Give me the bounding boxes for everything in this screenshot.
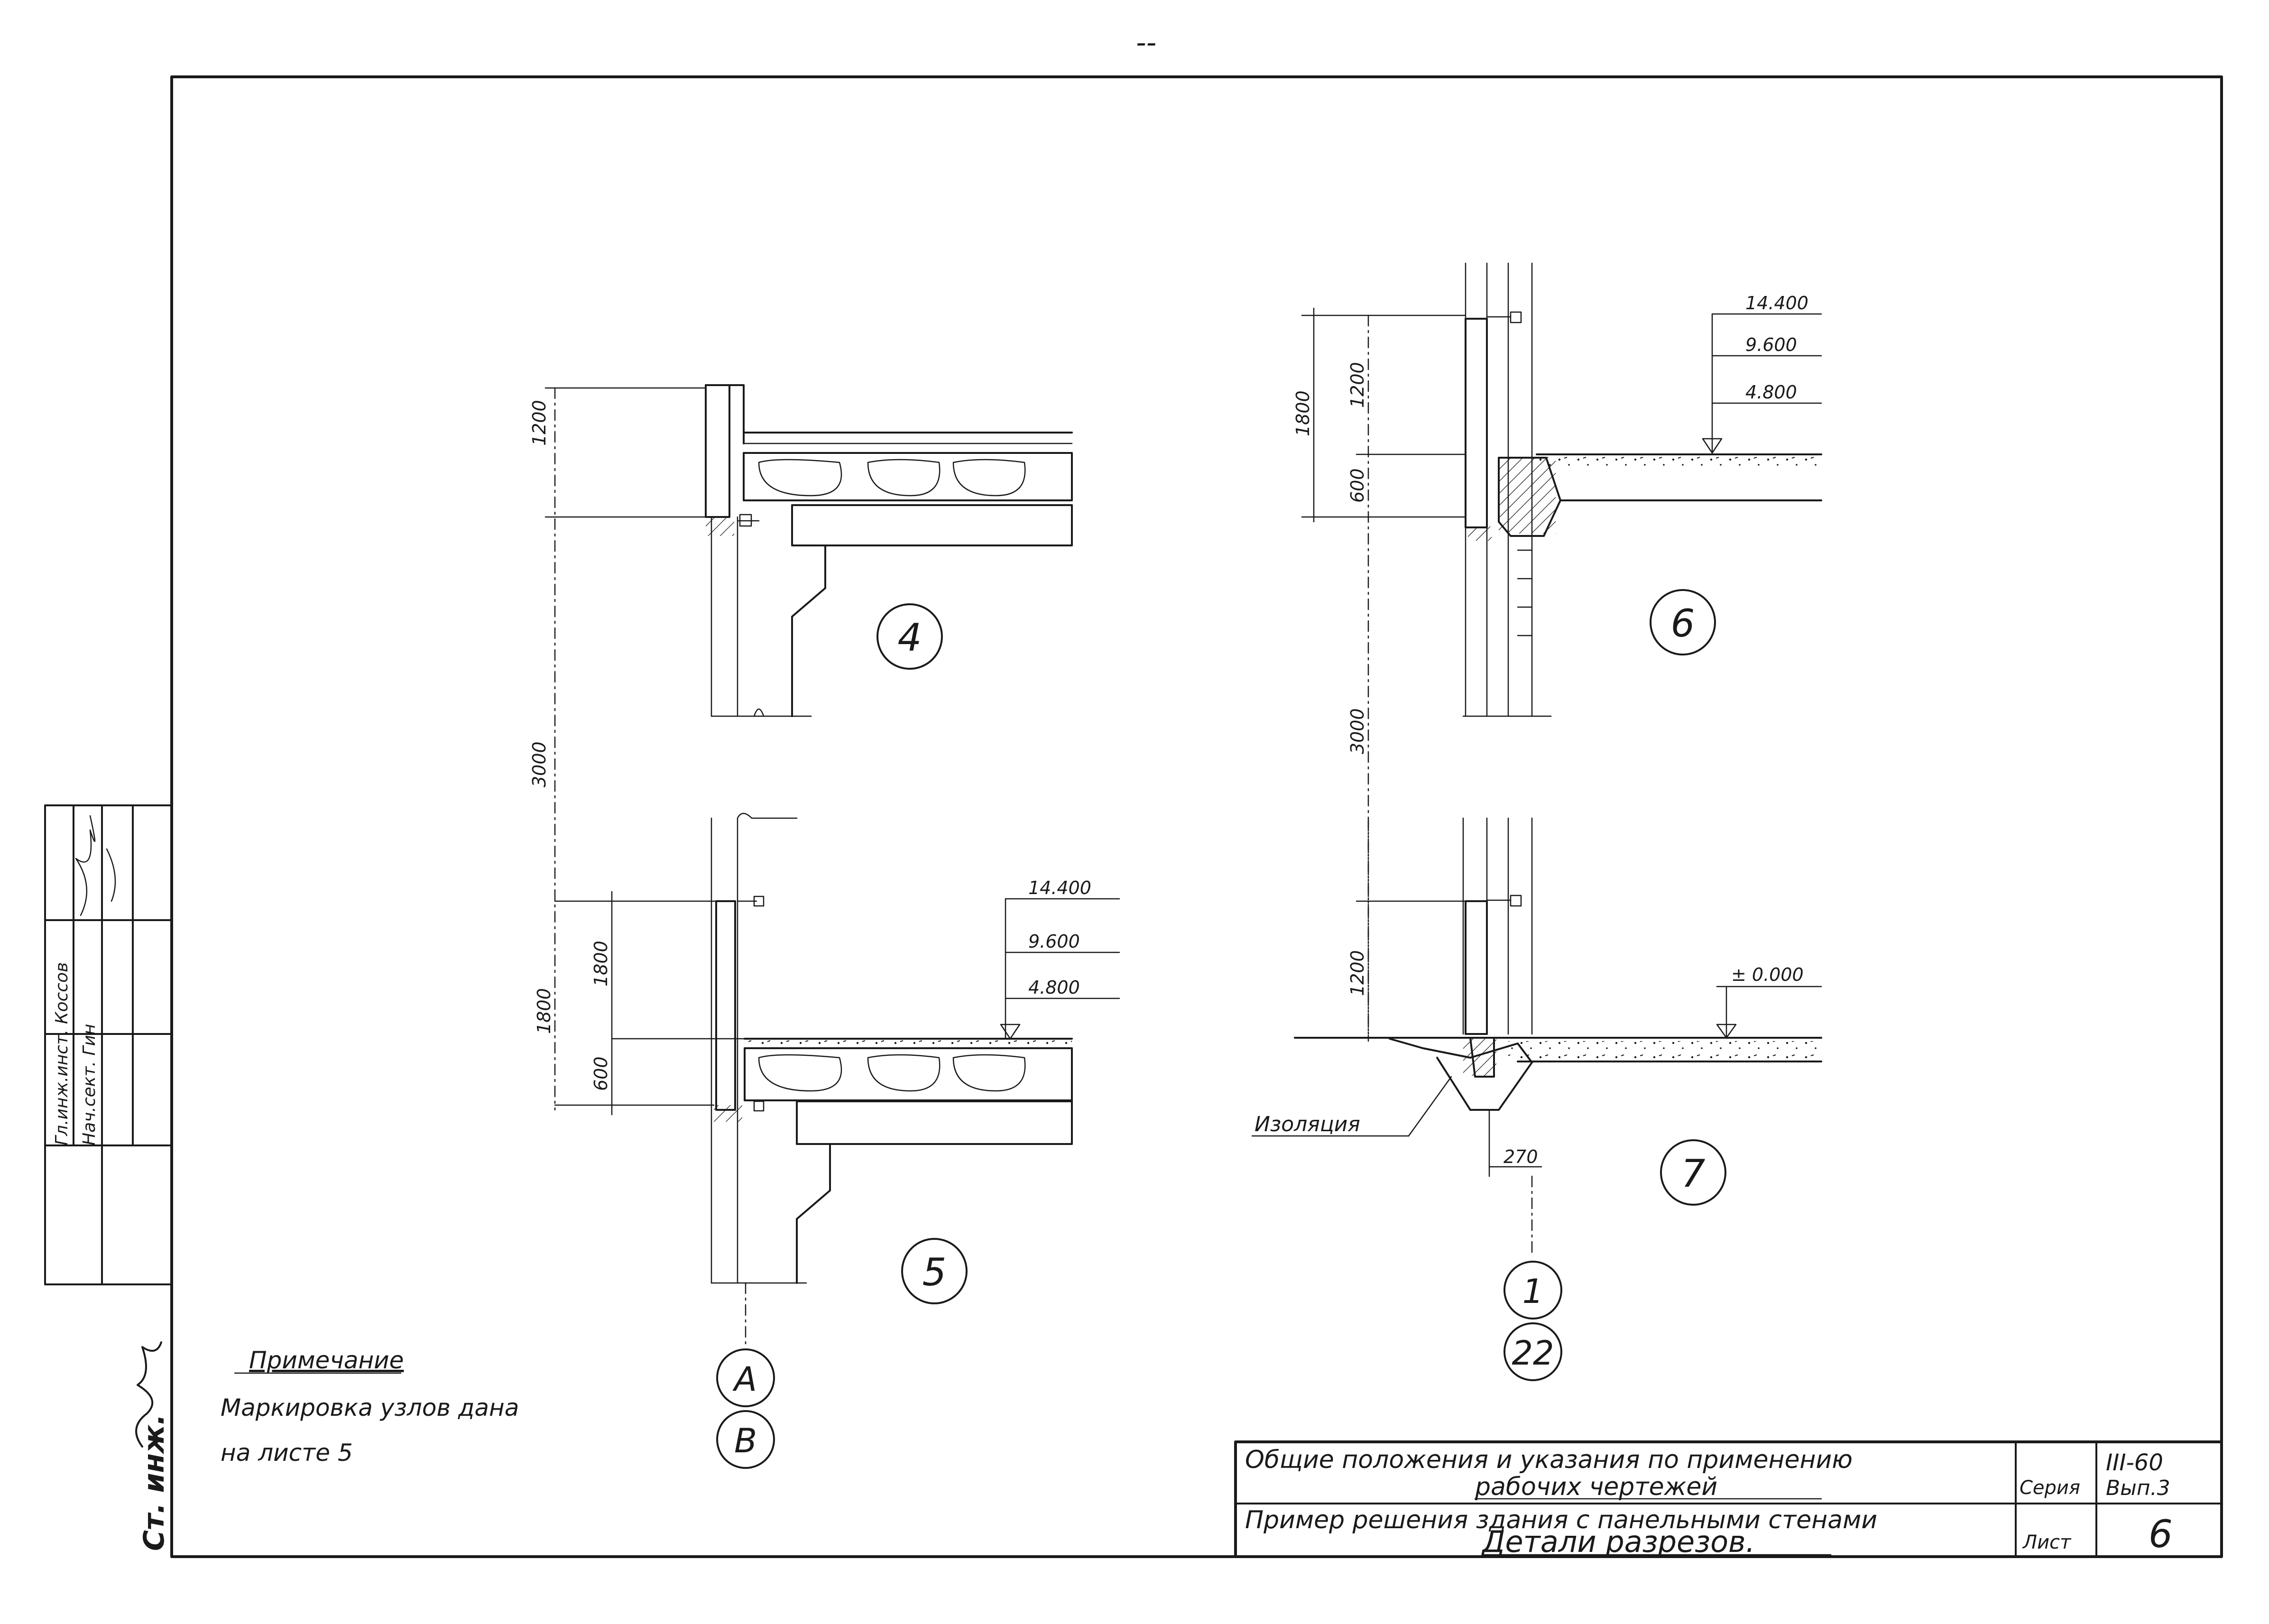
axis-1: 1 [1522,1272,1544,1311]
dim-1200: 1200 [1347,950,1368,996]
note-line-2: на листе 5 [221,1439,353,1467]
dim-3000: 3000 [529,741,550,787]
title-line-4: Детали разрезов. [1481,1524,1755,1559]
axis-b: В [734,1421,757,1460]
dim-1200: 1200 [529,400,550,446]
detail-7: 1200 270 ± 0.000 Изоляция 7 1 22 [1251,817,1822,1381]
detail-5-number: 5 [922,1250,947,1294]
level-4800: 4.800 [1745,382,1797,403]
detail-5: 1800 1800 600 14.400 9.600 4.800 5 А В [534,812,1120,1469]
dim-600: 600 [1347,468,1368,503]
drawing-frame [170,75,2223,1558]
dim-1800-outer: 1800 [534,988,554,1034]
insulation-label: Изоляция [1254,1112,1360,1136]
dim-3000: 3000 [1347,708,1368,754]
detail-6: 1800 1200 600 3000 14.400 9.600 4.800 6 [1292,262,1822,1040]
dim-1800-inner: 1800 [590,941,611,987]
detail-4-number: 4 [898,616,922,660]
note-line-1: Маркировка узлов дана [221,1394,519,1421]
level-14400: 14.400 [1028,877,1091,898]
axis-22: 22 [1512,1334,1554,1373]
title-block: Общие положения и указания по применению… [1234,1440,2223,1559]
title-line-2: рабочих чертежей [1475,1473,1717,1501]
signature-mark [75,815,116,916]
level-9600: 9.600 [1028,931,1080,952]
title-line-1: Общие положения и указания по применению [1245,1446,1853,1474]
series-value-2: Вып.3 [2106,1476,2170,1500]
dim-1800: 1800 [1292,390,1313,436]
dim-270: 270 [1503,1146,1538,1167]
side-stamp: Гл.инж.инст. Коссов Нач.сект. Гин Ст. ин… [44,804,173,1551]
dim-600: 600 [590,1056,611,1091]
level-4800: 4.800 [1028,977,1080,998]
note-block: Примечание Маркировка узлов дана на лист… [221,1347,519,1467]
title-line-3: Пример решения здания с панельными стена… [1245,1506,1877,1534]
sheet-value: 6 [2149,1512,2173,1556]
stamp-row-2: Нач.сект. Гин [80,1024,99,1145]
level-14400: 14.400 [1745,293,1808,314]
stamp-vertical-label: Ст. инж. [138,1414,171,1551]
series-value-1: III-60 [2106,1449,2163,1476]
dim-1200: 1200 [1347,362,1368,408]
series-label: Серия [2020,1477,2080,1499]
level-9600: 9.600 [1745,334,1797,355]
level-zero: ± 0.000 [1731,964,1804,985]
detail-7-number: 7 [1681,1152,1706,1196]
note-heading: Примечание [249,1347,404,1374]
sheet-label: Лист [2022,1532,2072,1553]
signature-mark-2 [135,1341,162,1448]
stamp-row-1: Гл.инж.инст. Коссов [52,962,72,1145]
page-mark: -- [1136,26,1156,59]
detail-6-number: 6 [1671,601,1695,646]
axis-a: А [732,1360,757,1399]
detail-4: 1200 3000 4 [529,384,1073,1111]
